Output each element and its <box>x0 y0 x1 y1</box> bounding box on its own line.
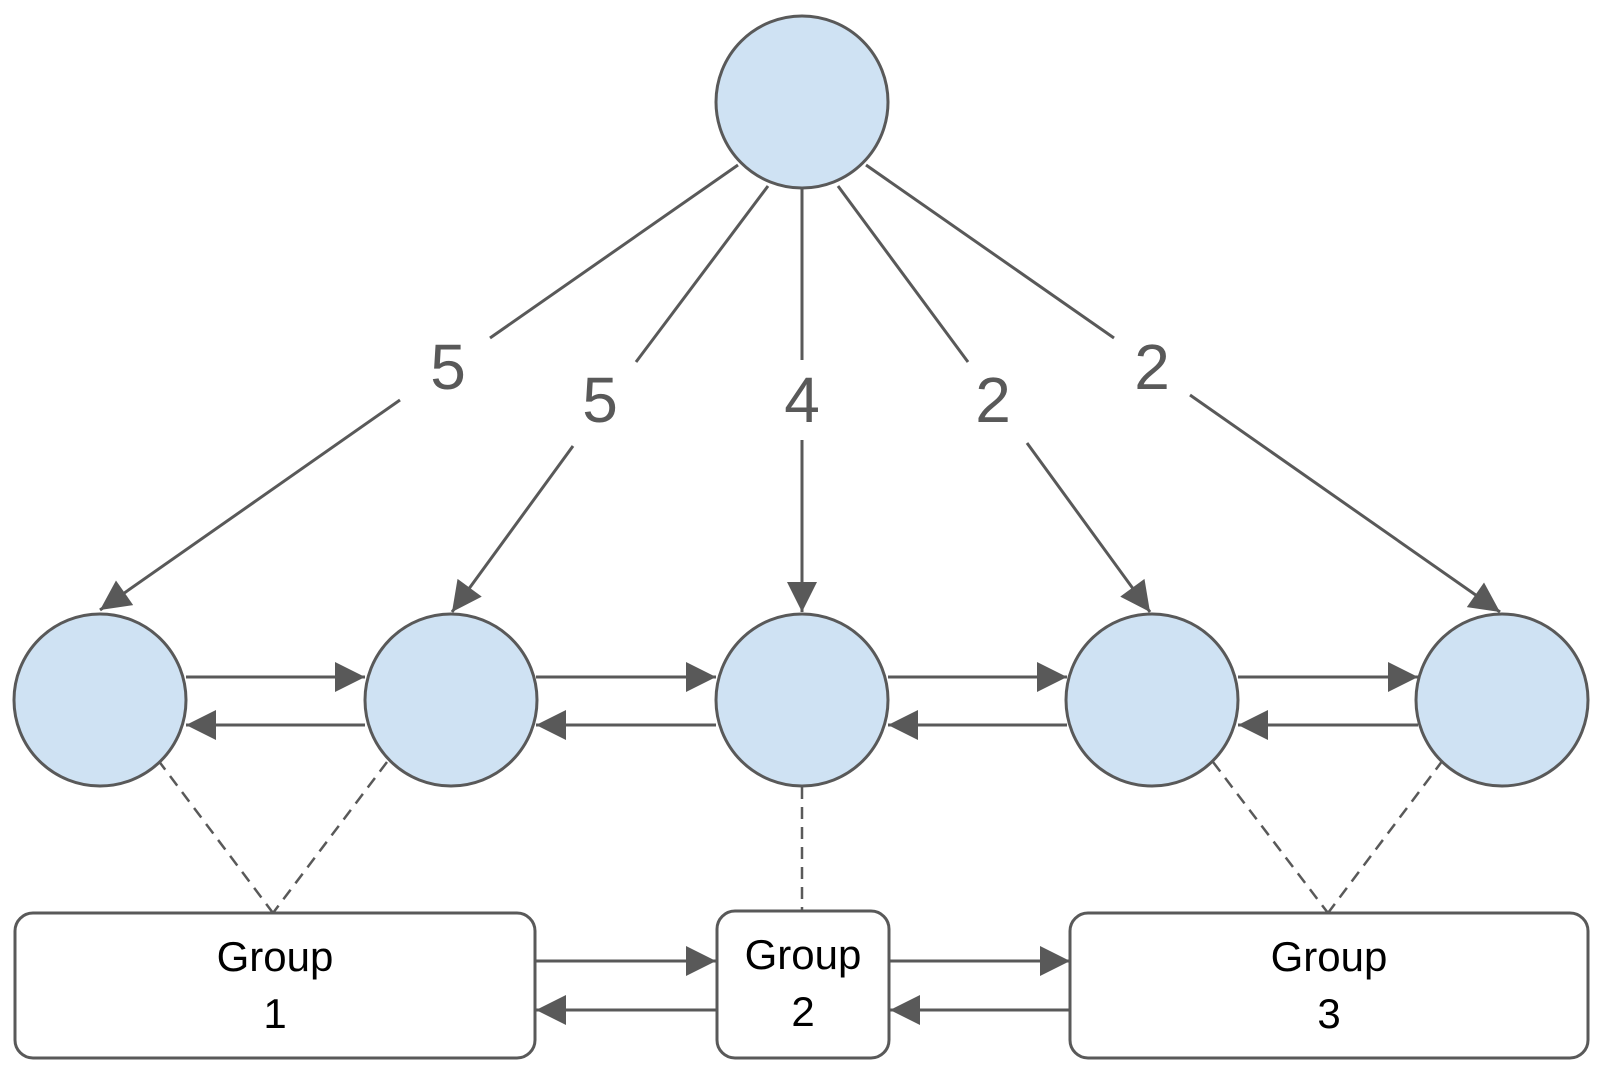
child-nodes <box>12 612 1590 788</box>
child-links <box>186 662 1418 740</box>
child-node-2 <box>363 612 539 788</box>
group-3: Group 3 <box>1068 911 1590 1060</box>
group-2-label-line2: 2 <box>791 988 814 1035</box>
group-3-label-line2: 3 <box>1317 990 1340 1037</box>
root-node <box>714 14 890 190</box>
dashed-child1-group1 <box>157 759 274 914</box>
group-1-label-line2: 1 <box>263 990 286 1037</box>
group-1: Group 1 <box>13 911 537 1060</box>
group-links <box>536 946 1070 1025</box>
edge-root-child-2b <box>450 445 575 613</box>
child-node-3 <box>714 612 890 788</box>
child-node-5 <box>1414 612 1590 788</box>
weight-label-3: 4 <box>784 364 820 436</box>
group-2-label-line1: Group <box>745 931 862 978</box>
weight-label-4: 2 <box>975 364 1011 436</box>
weight-labels: 5 5 4 2 2 <box>430 331 1170 436</box>
dashed-child5-group3 <box>1327 759 1444 914</box>
edge-root-child-4b <box>1025 442 1152 613</box>
weight-label-1: 5 <box>430 331 466 403</box>
root-edges <box>99 163 1501 614</box>
group-2-box <box>715 909 891 1060</box>
group-3-box <box>1068 911 1590 1060</box>
child-node-1 <box>12 612 188 788</box>
group-1-label-line1: Group <box>217 933 334 980</box>
edge-root-child-4a <box>836 185 970 363</box>
edge-root-child-5b <box>1189 393 1501 614</box>
edge-root-child-2a <box>634 185 770 363</box>
edge-root-child-1a <box>489 163 739 340</box>
weight-label-5: 2 <box>1134 331 1170 403</box>
dashed-child4-group3 <box>1212 761 1329 914</box>
child-node-4 <box>1064 612 1240 788</box>
dashed-child2-group1 <box>272 761 388 914</box>
weight-label-2: 5 <box>582 364 618 436</box>
group-1-box <box>13 911 537 1060</box>
group-2: Group 2 <box>715 909 891 1060</box>
edge-root-child-1b <box>99 398 401 612</box>
group-membership-lines <box>157 759 1444 914</box>
group-3-label-line1: Group <box>1271 933 1388 980</box>
edge-root-child-5a <box>865 163 1115 340</box>
